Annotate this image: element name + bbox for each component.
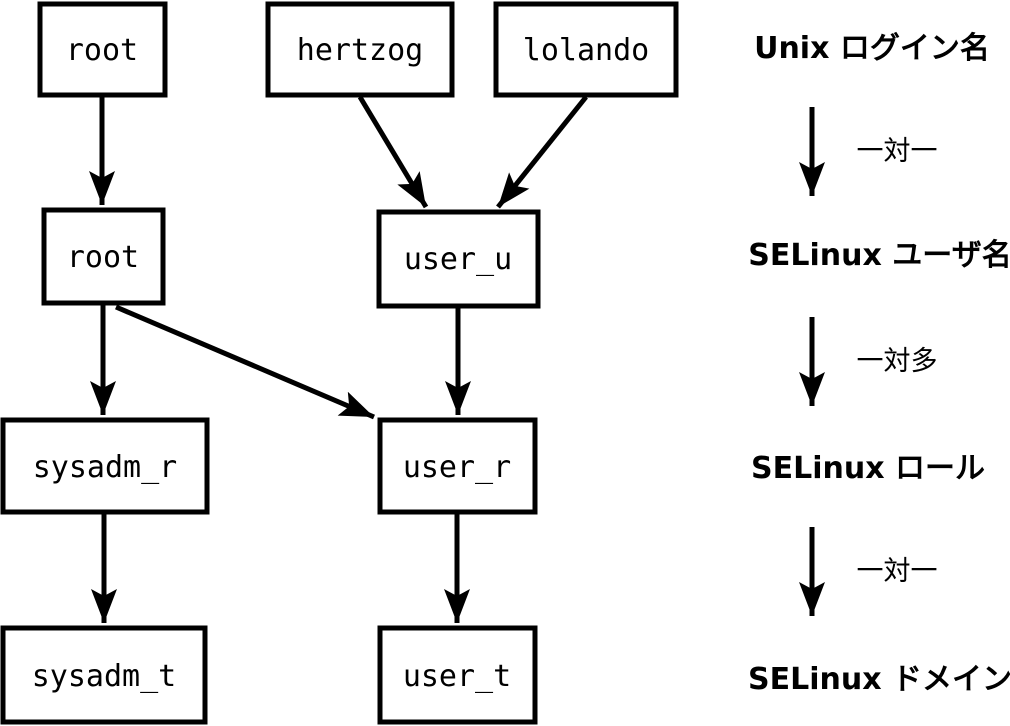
node-sysadm-r-label: sysadm_r [33,450,178,485]
node-root-login: root [37,1,168,98]
node-hertzog-label: hertzog [297,33,423,68]
edge-lolando-to-user-u [496,95,588,209]
legend-relation-one-to-one-1: 一対一 [857,136,938,167]
legend-relation-one-to-many: 一対多 [857,346,938,377]
node-sysadm-t-box [0,625,208,725]
legend-level-selinux-user: SELinux ユーザ名 [748,238,1010,273]
node-root-user-box [41,207,166,306]
node-root-login-box [37,1,168,98]
node-hertzog: hertzog [265,1,455,98]
node-user-t-box [377,625,538,725]
node-lolando: lolando [493,1,679,98]
node-user-r-label: user_r [403,450,511,485]
node-user-r-box [377,417,538,515]
node-sysadm-r-box [0,417,210,515]
legend-column: Unix ログイン名 一対一 SELinux ユーザ名 一対多 SELinux … [748,31,1010,697]
node-user-t: user_t [377,625,538,725]
node-lolando-box [493,1,679,98]
node-root-user: root [41,207,166,306]
legend-relation-one-to-one-2: 一対一 [857,556,938,587]
node-lolando-label: lolando [523,33,649,68]
legend-level-selinux-role: SELinux ロール [751,451,985,486]
edge-root-user-to-user-r [115,304,375,420]
node-user-u: user_u [376,209,541,309]
legend-level-selinux-domain: SELinux ドメイン [748,662,1010,697]
edge-hertzog-to-user-u [357,95,429,209]
node-user-r: user_r [377,417,538,515]
node-user-t-label: user_t [403,659,511,694]
node-user-u-label: user_u [404,242,512,277]
node-sysadm-t: sysadm_t [0,625,208,725]
legend-level-unix-login: Unix ログイン名 [754,31,990,66]
node-root-user-label: root [67,240,139,275]
node-hertzog-box [265,1,455,98]
node-root-login-label: root [66,33,138,68]
node-user-u-box [376,209,541,309]
node-sysadm-t-label: sysadm_t [32,659,177,694]
node-sysadm-r: sysadm_r [0,417,210,515]
